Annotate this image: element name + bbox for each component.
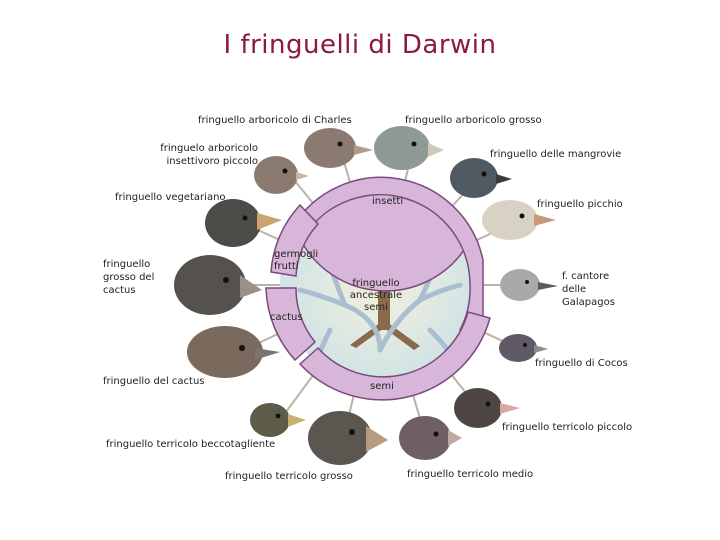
finch-terricolo-piccolo-icon xyxy=(454,388,520,428)
sector-semi xyxy=(298,311,491,401)
label-terricolo-piccolo: fringuello terricolo piccolo xyxy=(502,422,633,433)
label-grosso-arb: fringuello arboricolo grosso xyxy=(405,115,542,126)
finch-grosso-arb-icon xyxy=(374,126,444,170)
sector-label-cactus: cactus xyxy=(270,312,303,323)
finch-terricolo-grosso-icon xyxy=(308,411,388,465)
label-grosso-cactus: fringuello grosso del cactus xyxy=(103,259,155,296)
finch-terricolo-medio-icon xyxy=(399,416,462,460)
center-label: fringuello ancestrale semi xyxy=(349,278,403,313)
label-cocos: fringuello di Cocos xyxy=(535,358,628,369)
finch-cactus-icon xyxy=(187,326,280,378)
finch-heads xyxy=(174,126,558,465)
finch-grosso-cactus-icon xyxy=(174,255,262,315)
sector-germogli xyxy=(270,203,320,277)
finch-beccotagliente-icon xyxy=(250,403,306,437)
label-beccotagliente: fringuello terricolo beccotagliente xyxy=(106,439,276,450)
finch-charles-icon xyxy=(304,128,373,168)
sector-label-insetti: insetti xyxy=(372,196,404,207)
label-terricolo-medio: fringuello terricolo medio xyxy=(407,469,534,480)
label-cantore: f. cantore delle Galapagos xyxy=(562,271,615,308)
sector-label-germogli: germogli frutti xyxy=(274,249,319,272)
finch-vegetariano-icon xyxy=(205,199,282,247)
finch-mangrovie-icon xyxy=(450,158,512,198)
sector-cactus xyxy=(265,287,317,362)
label-picchio: fringuello picchio xyxy=(537,199,623,210)
label-vegetariano: fringuello vegetariano xyxy=(115,192,226,203)
label-terricolo-grosso: fringuello terricolo grosso xyxy=(225,471,353,482)
finch-cocos-icon xyxy=(499,334,548,362)
label-cactus: fringuello del cactus xyxy=(103,376,205,387)
page-title: I fringuelli di Darwin xyxy=(223,30,497,60)
label-insettivoro: fringuelo arboricolo insettivoro piccolo xyxy=(160,143,258,167)
finch-insettivoro-icon xyxy=(254,156,309,194)
label-charles: fringuello arboricolo di Charles xyxy=(198,115,352,126)
sector-label-semi: semi xyxy=(370,381,394,392)
label-mangrovie: fringuello delle mangrovie xyxy=(490,149,622,160)
finch-cantore-icon xyxy=(500,269,558,301)
finch-picchio-icon xyxy=(482,200,556,240)
ring-sectors xyxy=(265,176,491,401)
